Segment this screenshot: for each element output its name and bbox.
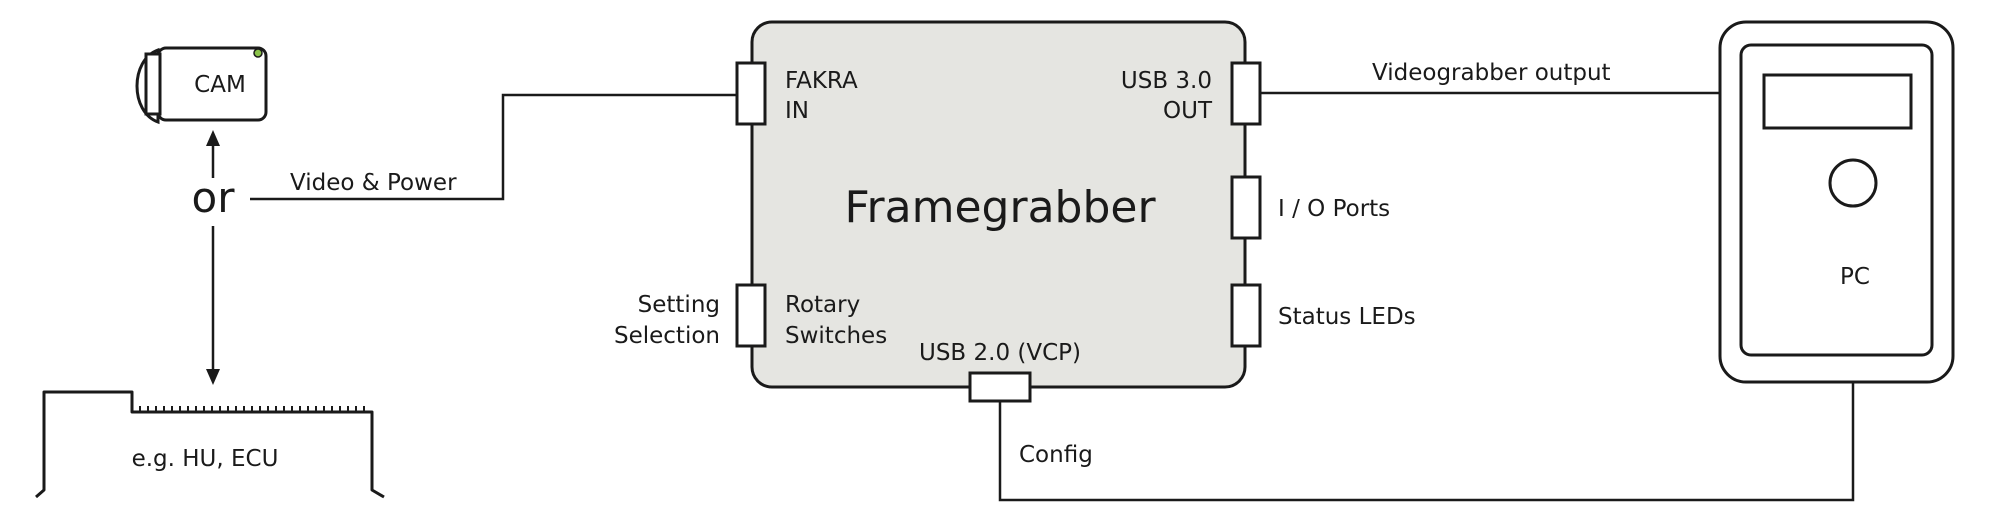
status-leds-label: Status LEDs <box>1278 304 1416 330</box>
camera-icon: CAM <box>135 46 268 125</box>
camera-label: CAM <box>194 72 246 98</box>
pc-power-button-icon <box>1828 158 1878 208</box>
usb2-vcp-label: USB 2.0 (VCP) <box>919 340 1081 366</box>
fakra-in-label-line2: IN <box>785 98 809 124</box>
io-ports-port <box>1230 175 1262 240</box>
rotary-switches-port <box>735 283 767 348</box>
usb3-out-port <box>1230 61 1262 126</box>
pc-unit: PC <box>1718 20 1955 384</box>
ecu-unit: e.g. HU, ECU <box>35 390 385 499</box>
usb3-out-label-line2: OUT <box>1163 98 1213 124</box>
fakra-in-port <box>735 61 767 126</box>
video-power-label: Video & Power <box>290 170 457 196</box>
videograbber-output-label: Videograbber output <box>1372 60 1611 86</box>
or-label: or <box>192 173 236 222</box>
usb3-out-label-line1: USB 3.0 <box>1121 68 1212 94</box>
framegrabber-title: Framegrabber <box>844 182 1156 233</box>
usb2-vcp-port <box>968 371 1032 403</box>
pc-label: PC <box>1840 264 1870 290</box>
ecu-heatsink-fins <box>139 406 365 412</box>
rotary-switches-label-line1: Rotary <box>785 292 860 318</box>
camera-led-icon <box>253 48 263 58</box>
ecu-label: e.g. HU, ECU <box>132 446 279 472</box>
setting-selection-label-line2: Selection <box>614 323 720 349</box>
config-wire <box>998 382 1855 502</box>
arrow-down-icon <box>206 369 220 385</box>
config-label: Config <box>1019 442 1093 468</box>
pc-drive-bay-icon <box>1762 73 1913 130</box>
arrow-up-icon <box>206 130 220 146</box>
fakra-in-label-line1: FAKRA <box>785 68 858 94</box>
status-leds-port <box>1230 283 1262 348</box>
setting-selection-label-line1: Setting <box>638 292 720 318</box>
video-power-wire <box>250 93 737 201</box>
rotary-switches-label-line2: Switches <box>785 323 887 349</box>
io-ports-label: I / O Ports <box>1278 196 1390 222</box>
